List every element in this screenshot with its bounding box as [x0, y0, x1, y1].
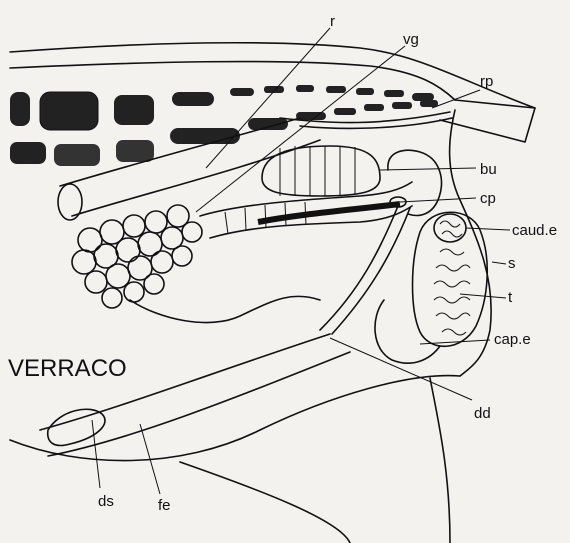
glans-tip [48, 409, 105, 445]
label-s: s [508, 255, 516, 272]
label-bu: bu [480, 161, 497, 178]
bulbourethral-stripes [280, 146, 355, 196]
label-caud-e: caud.e [512, 222, 557, 239]
deferent-duct-2 [332, 208, 410, 334]
label-r: r [330, 13, 335, 30]
caudal-epididymis [434, 214, 466, 242]
pelvic-urethra-lower [210, 206, 412, 238]
label-cp: cp [480, 190, 496, 207]
deferent-duct [320, 206, 398, 330]
label-dd: dd [474, 405, 491, 422]
label-cap-e: cap.e [494, 331, 531, 348]
rectum-opening [58, 184, 82, 220]
label-vg: vg [403, 31, 419, 48]
caput-epididymis [375, 300, 440, 363]
sigmoid-flexure [130, 296, 320, 322]
tail-root [440, 100, 535, 142]
testis-lobules [434, 249, 470, 335]
diagram-title: VERRACO [8, 355, 127, 382]
belly-outline [180, 462, 350, 543]
label-fe: fe [158, 497, 171, 514]
label-ds: ds [98, 493, 114, 510]
rectum-tube-lower [72, 140, 320, 216]
leg-outline [430, 378, 450, 543]
label-rp: rp [480, 73, 493, 90]
leader-lines [92, 28, 510, 494]
caudal-epididymis-coil [440, 221, 462, 237]
vesicular-gland [72, 205, 202, 308]
pelvic-urethra-upper [200, 182, 412, 216]
label-t: t [508, 289, 513, 306]
